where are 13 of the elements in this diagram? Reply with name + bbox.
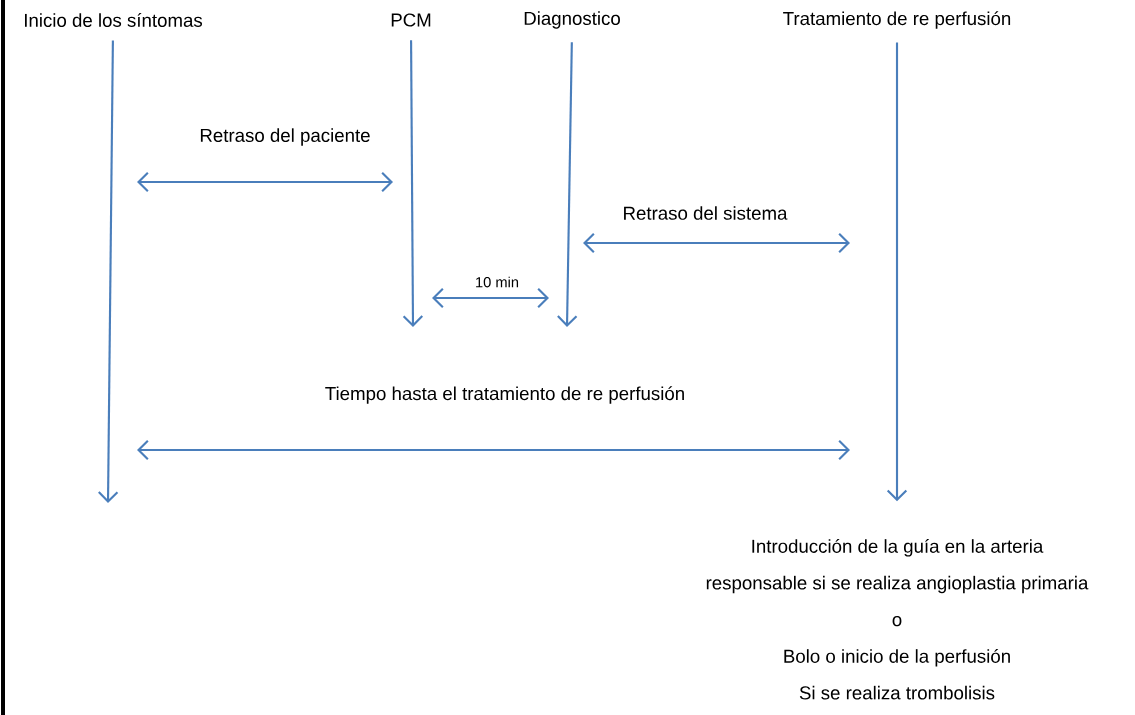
title-text: Diagnostico	[524, 11, 620, 29]
arrow	[98, 40, 119, 503]
arrow	[557, 42, 578, 327]
interval-label: Retraso del paciente	[200, 128, 370, 146]
title-text: Inicio de los síntomas	[24, 13, 203, 27]
arrow	[886, 42, 908, 502]
interval-label: 10 min	[476, 276, 519, 288]
arrow	[402, 40, 424, 327]
note-text: Introducción de la guía en la arteria responsable si se realiza angioplastia primaria o Bolo o inicio de la perfusión Si se realiza trombolisis	[706, 538, 1089, 700]
title-text: PCM	[391, 13, 431, 27]
title-text: Tratamiento de re perfusión	[783, 11, 1011, 29]
interval-label: Retraso del sistema	[624, 206, 788, 220]
interval-label: Tiempo hasta el tratamiento de re perfusión	[325, 386, 684, 404]
